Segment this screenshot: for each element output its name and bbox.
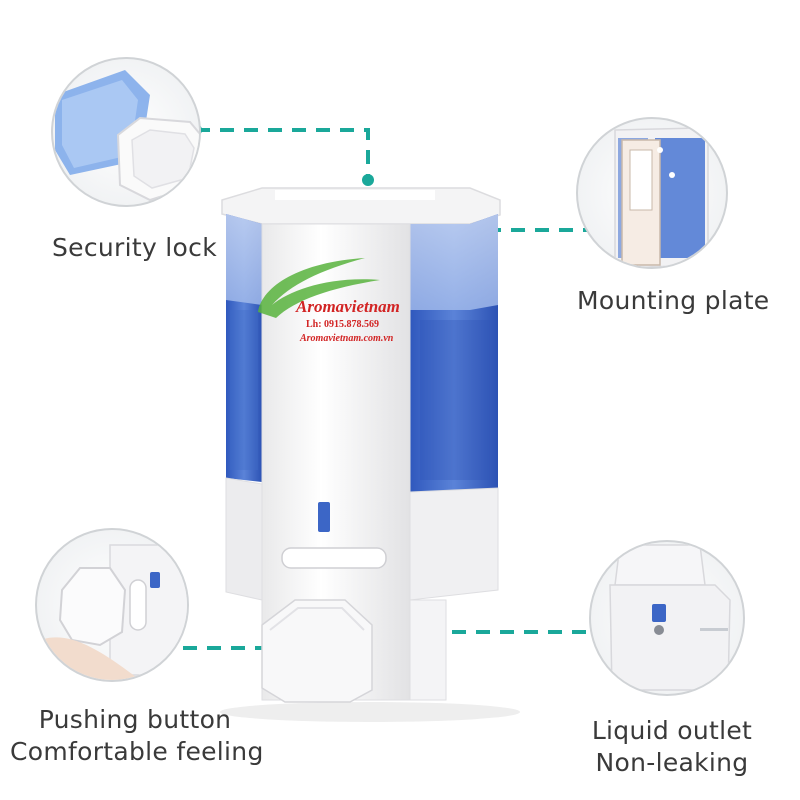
soap-dispenser <box>220 187 520 722</box>
left-reservoir <box>226 214 262 482</box>
detail-circle-mounting-plate <box>576 117 728 269</box>
button-slot <box>281 547 387 569</box>
outlet-plate <box>409 599 447 701</box>
push-button <box>261 599 373 703</box>
label-pushing-button-line2: Comfortable feeling <box>10 737 264 766</box>
watermark-leaf-icon <box>258 258 380 318</box>
label-pushing-button: Pushing button Comfortable feeling <box>10 704 264 768</box>
label-mounting-plate: Mounting plate <box>577 286 770 315</box>
label-liquid-outlet-line1: Liquid outlet <box>591 716 753 745</box>
label-liquid-outlet: Liquid outlet Non-leaking <box>582 715 762 779</box>
detail-circle-liquid-outlet <box>589 540 745 696</box>
connector-security-lock <box>196 128 370 178</box>
connector-dot <box>362 174 374 186</box>
watermark-phone: Lh: 0915.878.569 <box>306 319 379 330</box>
liquid-outlet-nozzle <box>652 604 666 622</box>
watermark-brand: Aromavietnam <box>295 297 400 316</box>
label-liquid-outlet-line2: Non-leaking <box>595 748 749 777</box>
pushing-button-closeup <box>58 567 127 647</box>
detail-circle-security-lock <box>51 57 201 207</box>
label-security-lock: Security lock <box>52 233 217 262</box>
right-reservoir <box>410 214 498 492</box>
level-indicator-window <box>318 502 330 532</box>
label-pushing-button-line1: Pushing button <box>38 705 232 734</box>
watermark: Aromavietnam Lh: 0915.878.569 Aromavietn… <box>258 258 400 344</box>
detail-circle-pushing-button <box>35 528 189 682</box>
watermark-website: Aromavietnam.com.vn <box>299 333 394 344</box>
